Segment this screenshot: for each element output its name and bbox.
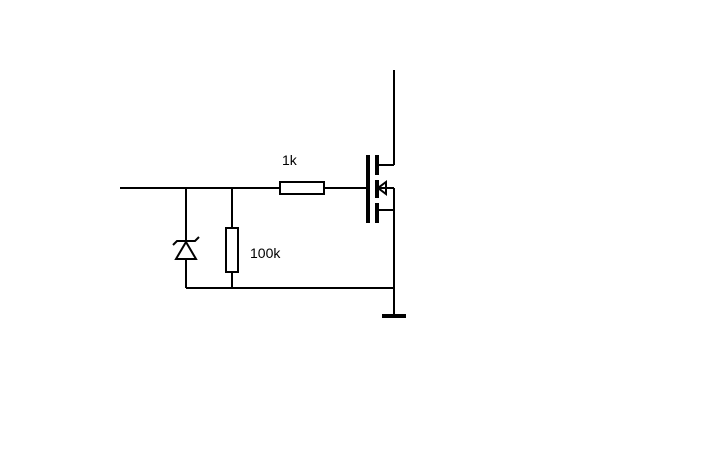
gate-resistor: 1k (279, 152, 325, 195)
pulldown-resistor-label: 100k (250, 245, 281, 261)
resistor-icon (225, 227, 239, 273)
mosfet (366, 70, 395, 316)
diode-icon (376, 180, 387, 196)
zener-diode (172, 188, 200, 288)
pulldown-resistor: 100k (225, 188, 281, 288)
mosfet-icon (366, 70, 395, 316)
resistor-icon (279, 181, 325, 195)
zener-diode-icon (172, 236, 200, 260)
gate-resistor-label: 1k (282, 152, 298, 168)
